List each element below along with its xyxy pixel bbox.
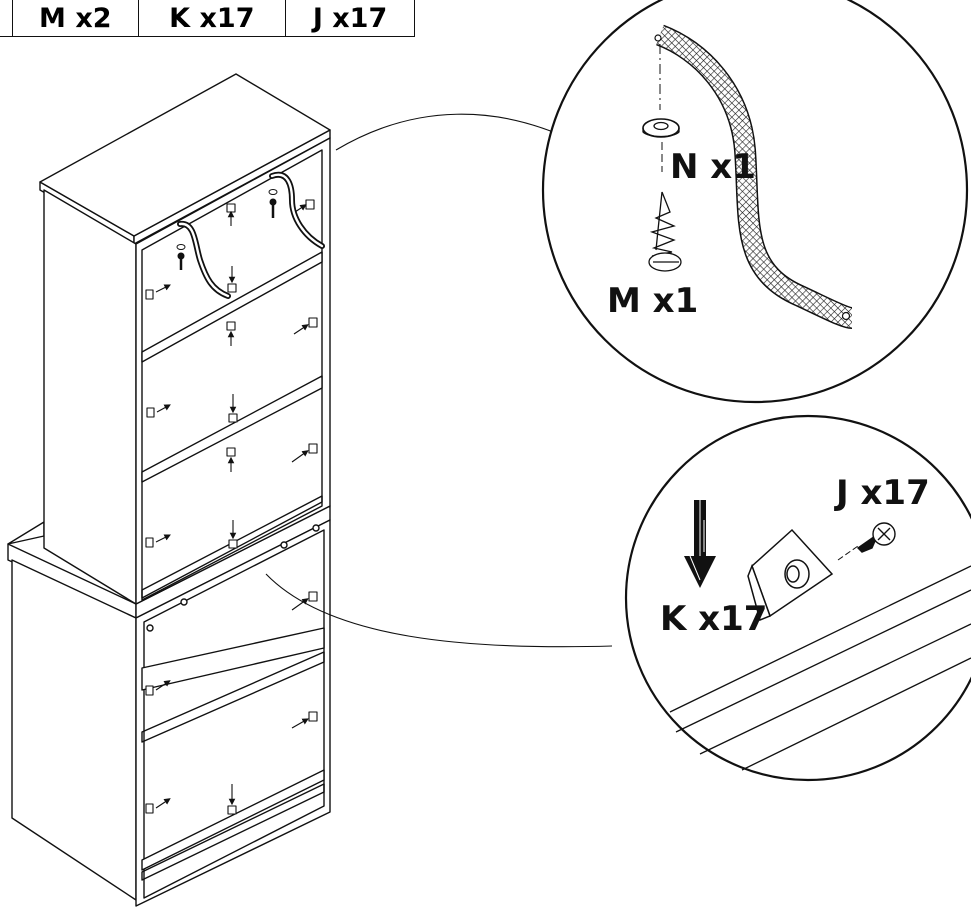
screw-j-count-label: J x17 — [836, 473, 930, 513]
strap-detail-callout — [541, 0, 969, 404]
bracket — [227, 266, 237, 293]
bracket — [145, 680, 171, 696]
parts-cell-j: J x17 — [285, 0, 415, 37]
bracket — [228, 394, 238, 423]
block-k-count-label: K x17 — [660, 599, 768, 639]
bracket — [291, 443, 318, 463]
washer-icon — [642, 118, 680, 138]
parts-count-table: M x2 K x17 J x17 — [0, 0, 415, 37]
cabinet-drawing — [7, 73, 331, 907]
parts-cell-k: K x17 — [137, 0, 287, 37]
bracket — [145, 798, 171, 814]
washer-count-label: N x1 — [670, 147, 756, 187]
bracket — [227, 784, 237, 815]
bracket — [145, 534, 171, 548]
bracket — [291, 711, 318, 729]
bracket — [226, 203, 236, 226]
detail-leader-lines — [265, 113, 613, 648]
bracket — [291, 591, 318, 611]
anti-tip-straps — [177, 171, 325, 299]
down-arrow-icon — [684, 500, 716, 588]
bracket — [146, 404, 171, 418]
bracket — [226, 321, 236, 346]
corner-brackets — [145, 199, 318, 815]
strap-screws — [176, 189, 278, 270]
upper-hutch — [39, 73, 331, 605]
parts-cell-m: M x2 — [12, 0, 139, 37]
bracket — [145, 284, 171, 300]
bracket — [293, 317, 318, 335]
bracket — [228, 520, 238, 549]
bracket-detail-callout — [624, 414, 971, 782]
lower-cabinet — [7, 505, 331, 907]
screw-m-count-label: M x1 — [607, 281, 699, 321]
corner-block-icon — [747, 528, 834, 622]
bracket — [226, 447, 236, 472]
phillips-screw-icon — [856, 522, 896, 553]
wood-screw-icon — [648, 191, 682, 272]
